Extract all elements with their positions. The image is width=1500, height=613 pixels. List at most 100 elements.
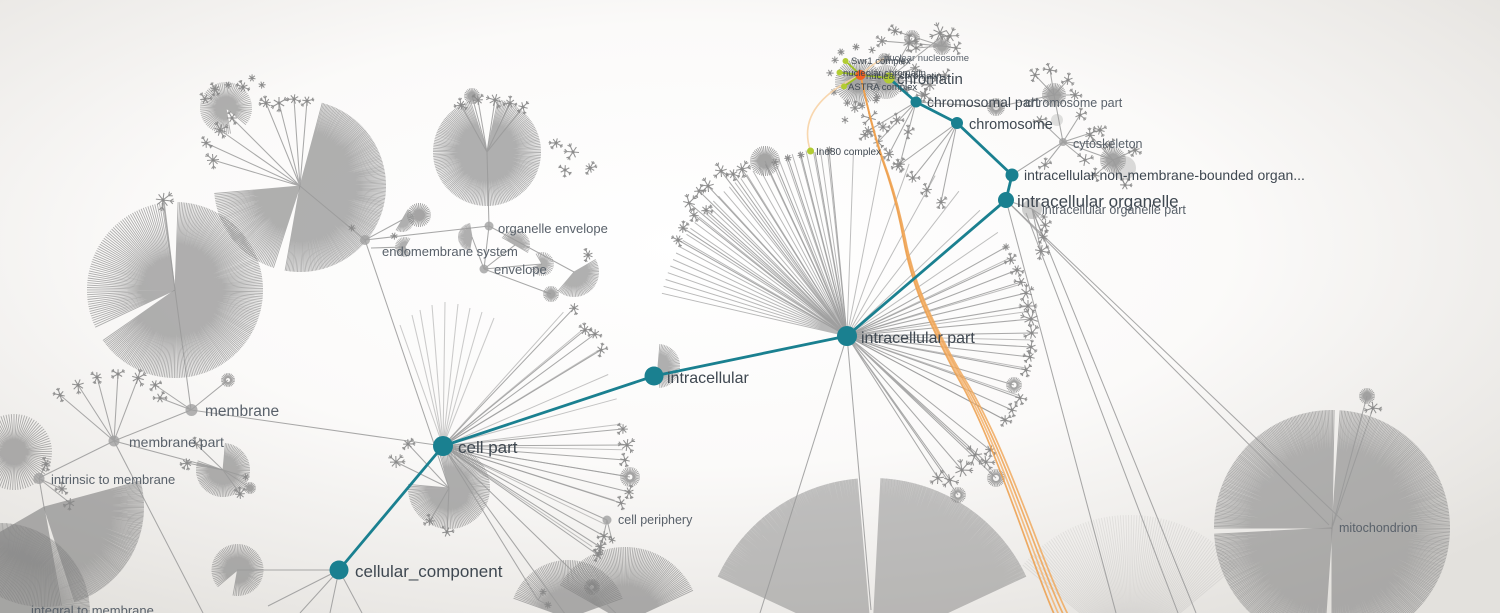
star-cluster: [423, 513, 435, 526]
node-nucleolar_chromatin[interactable]: [836, 69, 843, 76]
node-cytoskeleton[interactable]: [1059, 138, 1067, 146]
star-cluster: [882, 147, 894, 162]
star-cluster: [596, 531, 612, 544]
label-mitochondrion[interactable]: mitochondrion: [1339, 521, 1418, 535]
label-chromosome[interactable]: chromosome: [969, 117, 1053, 133]
star-rays: [920, 77, 938, 92]
node-intracellular_part[interactable]: [837, 326, 857, 346]
label-intracellular_part[interactable]: intracellular part: [861, 330, 975, 347]
label-chromosome_part[interactable]: chromosome part: [1025, 96, 1123, 110]
label-cell_periphery[interactable]: cell periphery: [618, 513, 693, 527]
star-cluster: [132, 368, 147, 387]
star-center: [773, 160, 777, 164]
label-intracellular[interactable]: intracellular: [667, 370, 749, 387]
node-swr1_complex[interactable]: [842, 58, 849, 64]
star-center: [843, 118, 847, 122]
star-rays: [1040, 213, 1048, 221]
graph-edge: [113, 440, 204, 613]
node-ino80_complex[interactable]: [807, 147, 814, 155]
label-cell_part[interactable]: cell part: [458, 438, 518, 457]
node-membrane[interactable]: [185, 404, 198, 416]
star-center: [244, 475, 248, 479]
star-cluster: [980, 456, 996, 471]
star-center: [60, 487, 64, 491]
star-rays: [1103, 138, 1116, 151]
star-rays: [689, 207, 699, 223]
star-cluster: [402, 437, 416, 451]
node-nuclear_chromatin[interactable]: [855, 70, 866, 80]
label-chromosomal_part[interactable]: chromosomal part: [927, 94, 1039, 110]
label-membrane_part[interactable]: membrane part: [129, 434, 224, 450]
star-cluster: [471, 93, 484, 105]
node-intracellular_organelle[interactable]: [998, 192, 1014, 208]
label-intracellular_organelle[interactable]: intracellular organelle: [1017, 192, 1179, 211]
node-membrane_part[interactable]: [108, 435, 120, 447]
label-envelope[interactable]: envelope: [494, 262, 547, 277]
star-rays: [929, 469, 945, 485]
label-endomembrane_system[interactable]: endomembrane system: [382, 244, 518, 259]
node-organelle_envelope[interactable]: [484, 221, 494, 231]
hub-rays: [59, 373, 139, 442]
star-rays: [1032, 115, 1048, 127]
label-astra_complex[interactable]: ASTRA complex: [848, 82, 917, 93]
node-cellular_component[interactable]: [329, 560, 349, 580]
star-cluster: [616, 495, 626, 511]
node-intracellular_nmb_organelle[interactable]: [1005, 168, 1019, 182]
star-cluster: [966, 445, 984, 466]
dandelion-ball: [749, 145, 780, 177]
label-intracellular_nmb_organelle[interactable]: intracellular non-membrane-bounded organ…: [1024, 167, 1305, 183]
star-rays: [152, 391, 168, 403]
label-swr1_complex[interactable]: Swr1 complex: [851, 56, 911, 67]
label-chromatin[interactable]: chromatin: [897, 71, 963, 88]
label-nuclear_chromatin[interactable]: nuclear chromatin: [866, 71, 942, 82]
star-cluster: [850, 100, 862, 113]
star-rays: [471, 93, 484, 105]
star-cluster: [929, 22, 951, 40]
hub-rays: [186, 443, 251, 495]
node-chromosome[interactable]: [951, 117, 963, 129]
star-center: [598, 545, 602, 549]
node-cell_part[interactable]: [433, 436, 453, 456]
node-chromatin[interactable]: [883, 72, 895, 84]
hub-ray-lines: [1034, 69, 1075, 96]
star-center: [1038, 118, 1042, 122]
star-cluster: [72, 379, 84, 395]
graph-edge: [174, 289, 192, 411]
gray-hub-nodes-layer: [33, 100, 1136, 525]
ball-rays: [987, 97, 1005, 117]
node-astra_complex[interactable]: [841, 83, 847, 90]
label-cytoskeleton[interactable]: cytoskeleton: [1073, 137, 1143, 151]
node-cell_periphery[interactable]: [602, 515, 612, 525]
label-intracellular_organelle_part[interactable]: intracellular organelle part: [1042, 203, 1186, 217]
label-membrane[interactable]: membrane: [205, 403, 279, 420]
star-center: [1133, 148, 1137, 152]
node-intrinsic_to_membrane[interactable]: [33, 473, 45, 484]
star-rays: [1092, 125, 1108, 138]
node-endomembrane_system[interactable]: [360, 235, 370, 245]
star-rays: [966, 445, 984, 466]
node-chromosomal_part[interactable]: [910, 96, 922, 108]
star-rays: [1020, 308, 1038, 326]
label-organelle_envelope[interactable]: organelle envelope: [498, 221, 608, 236]
label-nucleolar_chromatin[interactable]: nucleolar chromatin: [843, 68, 926, 79]
node-intracellular_organelle_part[interactable]: [1022, 199, 1042, 219]
star-rays: [873, 93, 881, 101]
star-rays: [548, 138, 563, 150]
label-nuclear_nucleosome[interactable]: nuclear nucleosome: [884, 53, 969, 64]
star-cluster: [179, 458, 192, 471]
star-center: [204, 141, 208, 145]
star-center: [895, 118, 899, 122]
graph-edge: [1005, 199, 1330, 526]
star-center: [1093, 173, 1097, 177]
ball-rays: [749, 145, 780, 177]
hub-ray-lines: [897, 122, 958, 203]
node-envelope[interactable]: [479, 264, 489, 274]
graph-edge: [537, 599, 549, 606]
label-cellular_component[interactable]: cellular_component: [355, 562, 503, 581]
node-intracellular[interactable]: [644, 366, 664, 386]
label-ino80_complex[interactable]: Ino80 complex: [816, 147, 881, 158]
star-rays: [1077, 152, 1094, 166]
star-cluster: [41, 456, 51, 472]
label-intrinsic_to_membrane[interactable]: intrinsic to membrane: [51, 472, 175, 487]
label-integral_to_membrane[interactable]: integral to membrane: [31, 603, 154, 613]
